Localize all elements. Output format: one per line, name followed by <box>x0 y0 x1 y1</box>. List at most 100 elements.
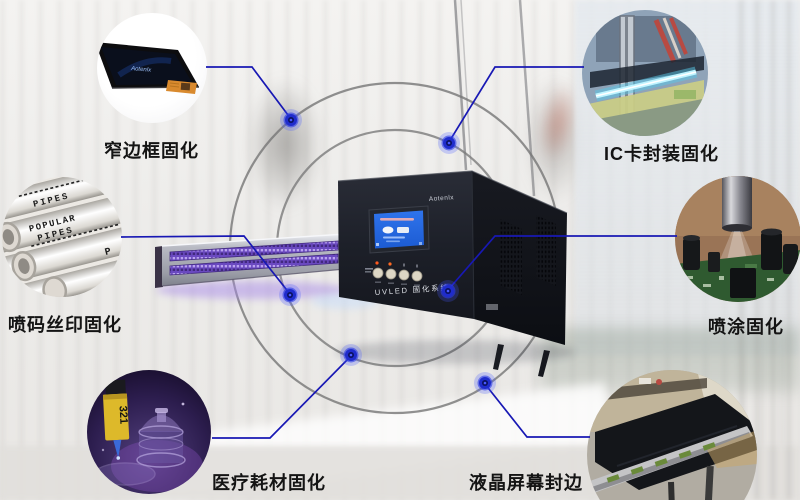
connector-traces <box>169 82 180 85</box>
connector-line-lcd-edge <box>484 383 590 438</box>
label-narrow-bezel: 窄边框固化 <box>104 141 199 161</box>
indicator-mark <box>416 264 418 268</box>
pipe-dashes <box>31 223 119 247</box>
connector-dot <box>279 284 301 306</box>
device-leg <box>493 344 504 370</box>
spray-mist-core <box>727 231 747 260</box>
shelf-edge <box>587 378 707 402</box>
side-vent-grille <box>500 219 522 295</box>
adhesive-bottle: 321 <box>102 379 130 460</box>
side-spec-label <box>486 304 498 310</box>
panel-button <box>411 270 423 282</box>
panel-micro-label <box>365 268 373 270</box>
screen-pill-button <box>382 226 394 234</box>
panel-button <box>385 268 397 280</box>
device-corner-edge <box>471 170 475 320</box>
pipe-bore <box>2 229 15 245</box>
side-vent-grille <box>536 215 556 286</box>
connector-line-narrow-bezel <box>206 66 292 120</box>
pipe-print-partial: P <box>104 247 112 259</box>
panel-button <box>398 269 410 281</box>
background-cable <box>453 0 468 171</box>
pipe-bore <box>18 258 30 274</box>
device-brand-logo: Aotenlx <box>429 194 455 203</box>
white-canister <box>639 378 651 384</box>
connector-dots <box>279 109 496 394</box>
nozzle-tip <box>722 224 752 232</box>
panel-micro-label <box>365 271 371 273</box>
platform-base <box>582 98 708 136</box>
red-knob <box>656 379 662 385</box>
screen-corner-icon <box>419 242 422 245</box>
connector-line-spray <box>447 235 677 291</box>
narrow-bezel-photo: Aotenlx <box>97 42 200 94</box>
button-caption <box>388 282 394 284</box>
connector-line-inkjet <box>120 235 291 295</box>
table-top <box>707 430 757 468</box>
uv-led-strip-top <box>169 240 339 262</box>
thumbnail-narrow-bezel: Aotenlx <box>97 13 207 123</box>
uv-controller: Aotenlx <box>337 170 568 377</box>
uv-bar-end-cap <box>155 246 163 288</box>
screen-rect-button <box>397 227 409 233</box>
connector-line-ic-card <box>448 66 584 143</box>
button-caption <box>375 281 381 283</box>
thumbnail-spray-coating <box>675 176 800 302</box>
uv-bar-purple-glow <box>156 281 348 299</box>
label-ic-card: IC卡封装固化 <box>604 144 719 164</box>
sparkle <box>181 402 185 406</box>
panel-logo-text: Aotenlx <box>130 66 152 74</box>
table-leg <box>703 465 714 500</box>
spray-mist <box>719 231 755 262</box>
uv-light-core <box>595 71 697 97</box>
label-spray: 喷涂固化 <box>708 317 784 337</box>
panel-button <box>372 267 384 279</box>
connector-dot <box>438 132 460 154</box>
screen-blue-glow <box>117 57 172 78</box>
device-control-panel <box>365 261 423 286</box>
indicator-mark <box>403 263 405 267</box>
device-leg <box>538 350 550 377</box>
ic-card-photo <box>582 10 708 136</box>
thumbnail-ic-card <box>582 10 708 136</box>
plastic-vessel <box>136 408 186 468</box>
indicator-led <box>388 262 392 266</box>
capacitors <box>683 228 798 298</box>
machine-rail <box>590 56 704 88</box>
uv-led-strip-bottom <box>169 253 339 276</box>
spray-photo <box>675 176 800 302</box>
table-leg <box>668 481 677 500</box>
pcb-strip <box>606 442 716 483</box>
device-shadow <box>335 340 575 364</box>
label-medical: 医疗耗材固化 <box>212 473 326 493</box>
pipe <box>2 177 122 228</box>
panel-sheen <box>616 425 738 467</box>
connector-dot <box>474 372 496 394</box>
screen-corner-icon <box>376 243 379 246</box>
screen-text-row <box>386 240 400 243</box>
dispense-needle <box>113 439 122 458</box>
needle-tip-glow <box>116 456 121 460</box>
label-lcd-edge: 液晶屏幕封边 <box>469 473 583 493</box>
bottle-label-text: 321 <box>117 405 130 424</box>
connector-dot <box>437 280 459 302</box>
background-cable <box>460 0 472 166</box>
button-caption <box>414 284 420 286</box>
button-caption <box>401 283 407 285</box>
spray-nozzle <box>722 176 752 228</box>
indicator-led <box>375 261 379 265</box>
connector-dot <box>340 344 362 366</box>
red-robot-arm <box>653 17 688 63</box>
screen-text-row <box>383 236 405 239</box>
background-cable <box>518 0 536 197</box>
connector-traces <box>169 85 180 88</box>
connector-line-medical <box>212 355 352 439</box>
lcd-screen <box>101 47 193 85</box>
connector-chip <box>180 82 191 91</box>
sparkle <box>101 448 105 452</box>
connector-lines <box>120 66 677 439</box>
uv-lamp-bar <box>155 233 346 288</box>
label-inkjet: 喷码丝印固化 <box>8 315 122 335</box>
